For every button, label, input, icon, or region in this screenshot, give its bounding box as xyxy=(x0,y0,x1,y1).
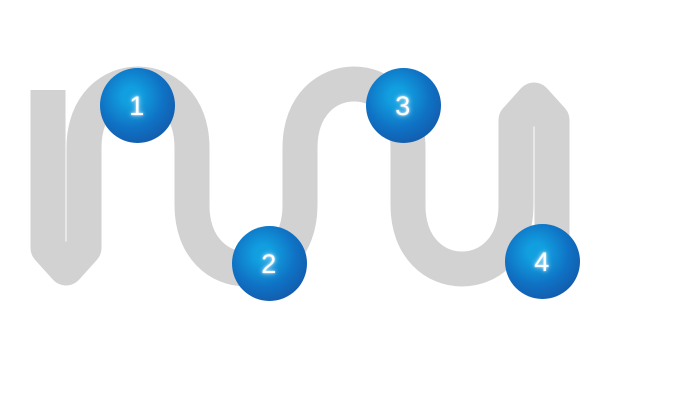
step-label-1: 1 xyxy=(129,90,145,121)
step-node-4[interactable]: 4 xyxy=(504,223,580,299)
step-label-4: 4 xyxy=(534,246,550,277)
step-label-3: 3 xyxy=(395,90,411,121)
step-node-1[interactable]: 1 xyxy=(99,67,175,143)
step-label-2: 2 xyxy=(261,248,277,279)
step-node-2[interactable]: 2 xyxy=(231,225,307,301)
step-node-3[interactable]: 3 xyxy=(365,67,441,143)
